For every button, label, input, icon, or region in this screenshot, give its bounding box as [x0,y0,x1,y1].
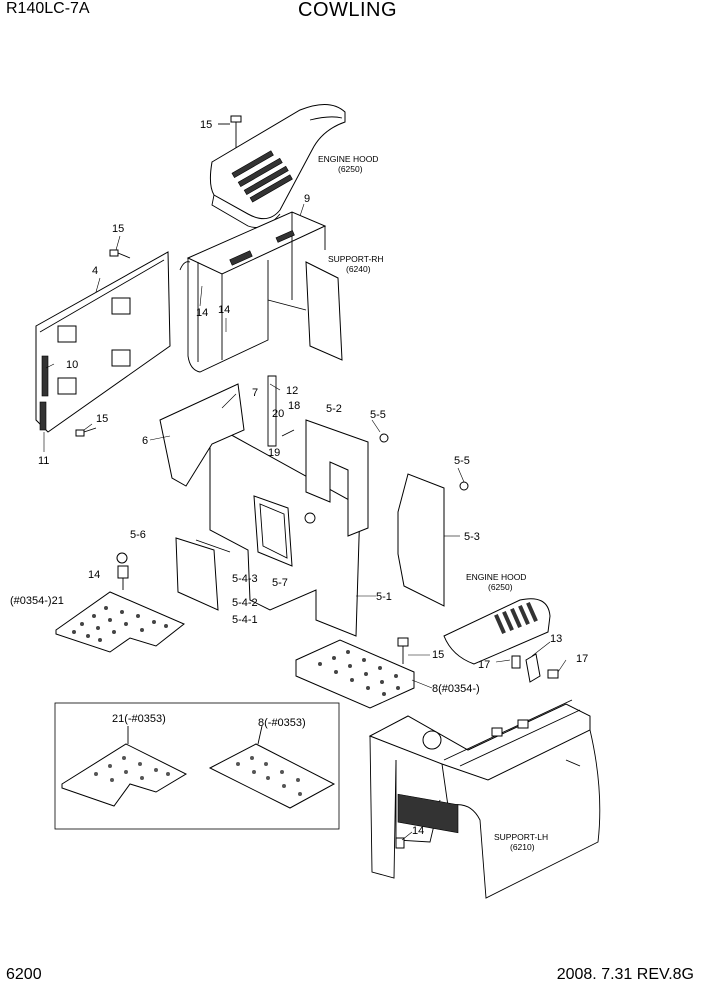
callout-20: 20 [272,408,284,420]
caption-support-lh-1: SUPPORT-LH [494,832,548,842]
caption-engine-hood-right-1: ENGINE HOOD [466,572,526,582]
callout-5-2: 5-2 [326,403,342,415]
bolt-15-hood [218,115,242,148]
callout-18: 18 [288,400,300,412]
page-title: COWLING [298,0,398,21]
floor-plate-8 [295,637,415,709]
caption-support-rh-1: SUPPORT-RH [328,254,384,264]
hood-louvers [231,150,293,203]
callout-14: 14 [412,825,424,837]
callout-13: 13 [550,633,562,645]
bolt-14-floor [117,565,129,590]
callout-17: 17 [478,659,490,671]
leader-lines [43,203,567,841]
callout-5-3: 5-3 [464,531,480,543]
callout-14: 14 [196,307,208,319]
callout-5-4-1: 5-4-1 [232,614,258,626]
plate-perforations [72,606,168,642]
callout-7: 7 [252,387,258,399]
revision-date: 2008. 7.31 REV.8G [556,966,694,983]
callout-12: 12 [286,385,298,397]
bolt-15-panel [75,249,131,437]
callout-5-5: 5-5 [454,455,470,467]
caption-engine-hood-top-1: ENGINE HOOD [318,154,378,164]
callout-15: 15 [432,649,444,661]
upper-support-frame [179,211,343,373]
callout-21-from-0354: (#0354-)21 [10,595,64,607]
page-number: 6200 [6,966,42,983]
caption-support-lh-2: (6210) [510,842,535,852]
callout-4: 4 [92,265,98,277]
partition-assembly [116,375,469,637]
callout-9: 9 [304,193,310,205]
callout-5-1: 5-1 [376,591,392,603]
inset-label-21: 21(-#0353) [112,713,166,725]
callout-6: 6 [142,435,148,447]
callout-11: 11 [38,455,49,467]
model-code: R140LC-7A [6,0,90,17]
engine-hood-top [209,104,346,228]
floor-plate-21 [55,591,185,653]
side-panel-4 [35,251,171,433]
caption-engine-hood-right-2: (6250) [488,582,513,592]
inset-label-8: 8(-#0353) [258,717,306,729]
callout-5-4-3: 5-4-3 [232,573,258,585]
inset-box [54,702,340,830]
support-lh [368,699,601,899]
callout-17: 17 [576,653,588,665]
callout-14: 14 [88,569,100,581]
engine-hood-right [443,598,559,683]
callout-5-6: 5-6 [130,529,146,541]
callout-14: 14 [218,304,230,316]
callout-15: 15 [200,119,212,131]
callout-10: 10 [66,359,78,371]
callout-5-7: 5-7 [272,577,288,589]
callout-15: 15 [96,413,108,425]
caption-engine-hood-top-2: (6250) [338,164,363,174]
callout-8-from-0354: 8(#0354-) [432,683,480,695]
callout-19: 19 [268,447,280,459]
caption-support-rh-2: (6240) [346,264,371,274]
callout-5-5: 5-5 [370,409,386,421]
callout-15: 15 [112,223,124,235]
callout-5-4-2: 5-4-2 [232,597,258,609]
